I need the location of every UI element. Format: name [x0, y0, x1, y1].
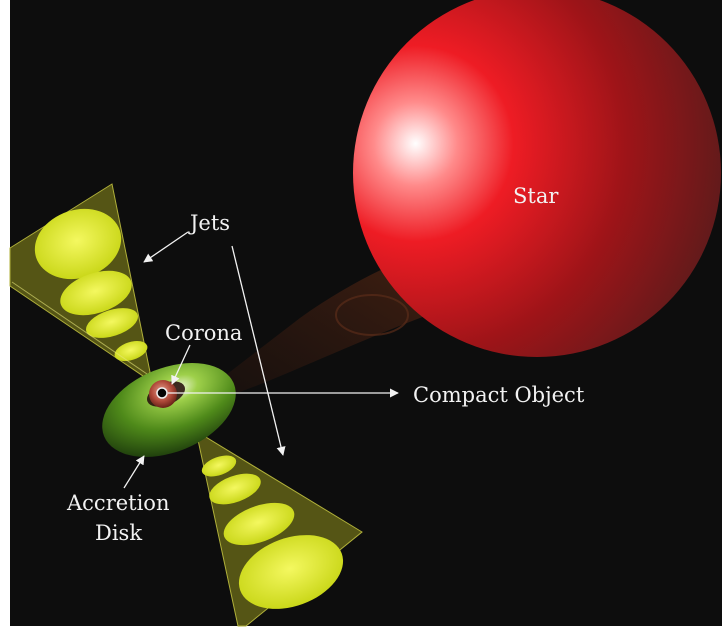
- accretion-disk-label-line1: Accretion: [66, 491, 169, 515]
- jets-arrow-lower: [231, 245, 286, 456]
- jet-ellipse: [223, 502, 295, 546]
- jet-ellipse: [114, 340, 148, 362]
- compact-object-dot: [156, 387, 168, 399]
- accretion-disk-label-line2: Disk: [95, 521, 142, 545]
- star-label: Star: [513, 184, 559, 208]
- jet-ellipse: [60, 270, 132, 316]
- jet-ellipse: [209, 473, 261, 505]
- corona-arrow: [171, 344, 191, 385]
- jets-arrow-upper: [143, 231, 189, 263]
- stream-swirl: [335, 294, 409, 336]
- jet-ellipse: [238, 535, 344, 609]
- star-sphere: [353, 0, 721, 357]
- lower-jet: [197, 435, 363, 627]
- jet-ellipse: [201, 455, 237, 477]
- jet-ellipse: [34, 208, 122, 280]
- compact-object-label: Compact Object: [413, 383, 585, 407]
- accretion-disk-arrow: [123, 455, 145, 489]
- jets-label: Jets: [188, 211, 230, 235]
- jet-ellipse: [86, 308, 138, 338]
- corona-label: Corona: [165, 321, 242, 345]
- upper-jet: [9, 183, 151, 379]
